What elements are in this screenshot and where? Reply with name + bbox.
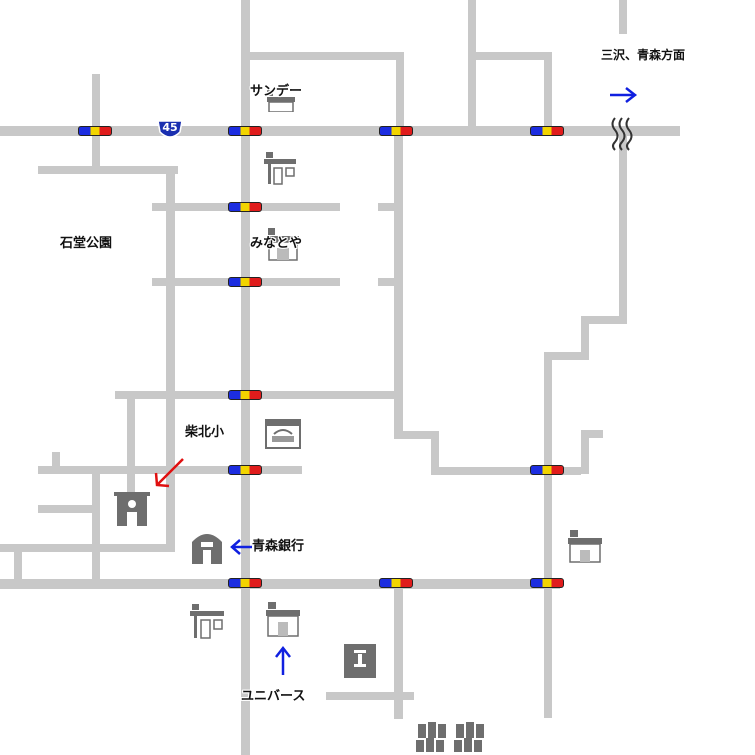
route-45-sign: 45 — [156, 118, 184, 142]
road-v-54 — [52, 452, 60, 472]
traffic-signal-icon — [379, 126, 413, 136]
road-right-v-lower — [544, 352, 552, 718]
road-h-470 — [38, 466, 302, 474]
arrow-left-icon — [230, 539, 252, 555]
route-shield-icon — [157, 120, 183, 138]
road-left-top-v — [92, 74, 100, 174]
road-v-130 — [127, 391, 135, 499]
label-sundy: サンデー — [250, 84, 303, 99]
traffic-signal-icon — [530, 465, 564, 475]
road-top-right-v — [544, 52, 552, 132]
road-right-stub-v — [581, 430, 589, 474]
hot-spring-icon — [611, 117, 633, 151]
road-top-box-v — [396, 52, 404, 132]
road-right-stub-h — [581, 430, 603, 438]
road-right-step2-h — [544, 352, 589, 360]
arrow-down-left-icon — [154, 458, 184, 488]
store-icon — [267, 228, 299, 261]
road-right-step1-h — [581, 316, 627, 324]
store-icon — [267, 90, 295, 112]
road-bottom-main — [0, 579, 560, 589]
gas-station-icon — [190, 604, 224, 639]
road-center-vertical — [241, 0, 250, 755]
traffic-signal-icon — [228, 578, 262, 588]
road-v-96 — [92, 466, 100, 584]
bank-icon — [192, 534, 222, 564]
arrow-up-icon — [275, 645, 291, 675]
traffic-signal-icon — [228, 126, 262, 136]
road-route45 — [0, 126, 680, 136]
road-v-398 — [394, 126, 403, 438]
road-jog-v — [431, 431, 439, 475]
store-icon — [568, 530, 602, 563]
traffic-signal-icon — [78, 126, 112, 136]
cemetery-icon — [416, 722, 484, 752]
road-top-vert-2 — [468, 0, 476, 132]
label-bank: 青森銀行 — [252, 539, 305, 554]
road-top-far-right — [619, 0, 627, 34]
traffic-signal-icon — [228, 465, 262, 475]
road-h-548 — [0, 544, 175, 552]
label-school: 柴北小 — [185, 425, 225, 440]
road-h-470-right — [431, 467, 581, 475]
road-h-696 — [326, 692, 414, 700]
traffic-signal-icon — [379, 578, 413, 588]
road-right-v-upper — [619, 130, 627, 322]
post-office-icon — [114, 492, 150, 526]
road-v-18 — [14, 544, 22, 586]
arrow-right-icon — [610, 87, 638, 103]
road-h-282-b — [378, 278, 394, 286]
gas-station-icon — [264, 152, 296, 185]
traffic-signal-icon — [228, 202, 262, 212]
label-universe: ユニバース — [241, 689, 306, 704]
building-icon — [344, 644, 376, 678]
school-icon — [265, 419, 301, 449]
label-minatoya: みなとや — [250, 236, 303, 251]
road-left-v1 — [166, 166, 175, 552]
label-direction: 三沢、青森方面 — [601, 48, 686, 62]
label-sekido-park: 石堂公園 — [60, 236, 113, 251]
road-top-right-h — [468, 52, 552, 60]
road-v-398-bottom — [394, 579, 403, 719]
traffic-signal-icon — [228, 390, 262, 400]
road-jog-h — [394, 431, 438, 439]
road-right-step1-v — [581, 316, 589, 360]
supermarket-icon — [266, 602, 300, 637]
traffic-signal-icon — [228, 277, 262, 287]
road-top-box-h — [246, 52, 402, 60]
traffic-signal-icon — [530, 578, 564, 588]
route-number: 45 — [162, 121, 178, 134]
road-h-210-b — [378, 203, 394, 211]
traffic-signal-icon — [530, 126, 564, 136]
road-left-h1 — [38, 166, 178, 174]
road-h-508 — [38, 505, 98, 513]
